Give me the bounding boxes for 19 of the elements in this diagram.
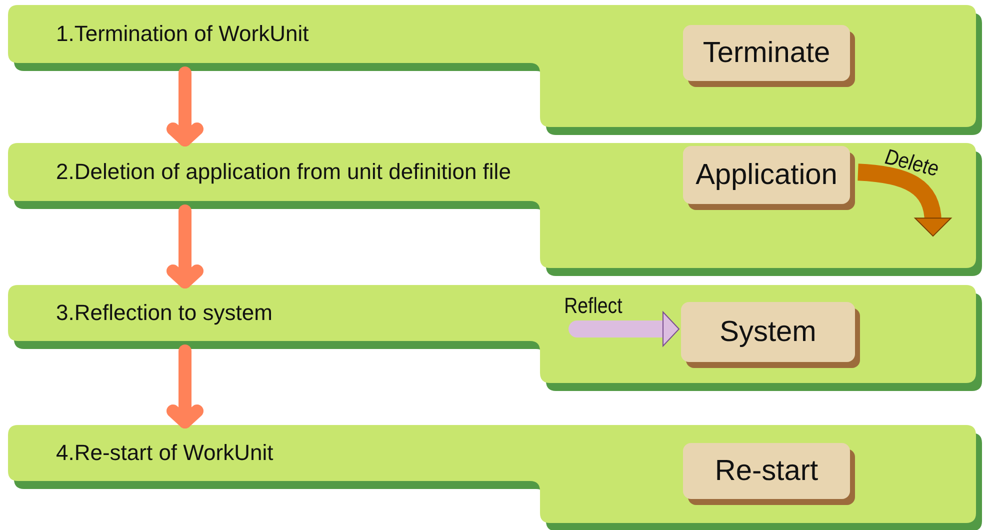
step-band bbox=[8, 425, 982, 530]
action-box: Re-start bbox=[683, 443, 850, 499]
down-arrow bbox=[166, 204, 204, 288]
arrow bbox=[857, 164, 952, 237]
step-title: 1.Termination of WorkUnit bbox=[56, 20, 309, 48]
down-arrow bbox=[166, 344, 204, 428]
step-title: 3.Reflection to system bbox=[56, 299, 272, 327]
step-band bbox=[8, 143, 982, 276]
down-arrow bbox=[166, 66, 204, 146]
arrow bbox=[568, 312, 680, 346]
step-band bbox=[8, 5, 982, 135]
action-box: Terminate bbox=[683, 25, 850, 81]
edge-label: Delete bbox=[883, 144, 941, 182]
action-box: Application bbox=[683, 146, 850, 204]
action-box: System bbox=[681, 302, 855, 362]
step-title: 4.Re-start of WorkUnit bbox=[56, 439, 274, 467]
edge-label: Reflect bbox=[564, 293, 622, 319]
step-band bbox=[8, 285, 982, 391]
step-title: 2.Deletion of application from unit definition file bbox=[56, 158, 511, 186]
